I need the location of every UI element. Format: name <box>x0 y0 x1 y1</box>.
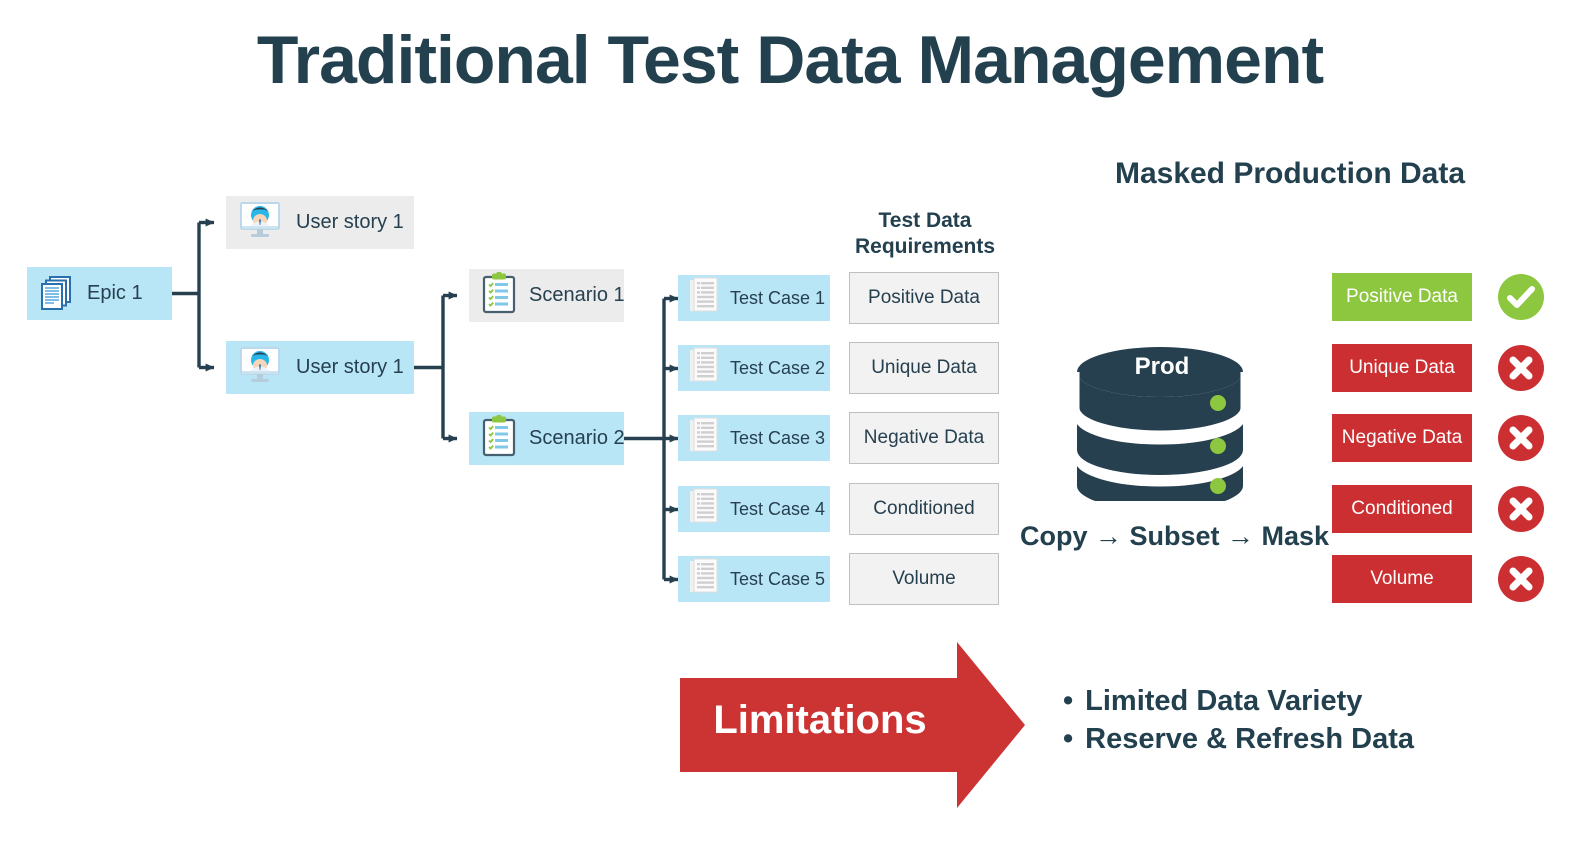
cross-icon <box>1498 556 1544 602</box>
user-story-node-1[interactable]: User story 1 <box>226 196 414 249</box>
scenario-label: Scenario 2 <box>529 427 625 449</box>
document-icon <box>688 277 720 320</box>
requirements-heading: Test Data Requirements <box>845 208 1005 259</box>
requirement-box[interactable]: Positive Data <box>849 272 999 324</box>
scenario-label: Scenario 1 <box>529 284 625 306</box>
requirements-heading-line1: Test Data <box>878 209 972 232</box>
masked-data-row[interactable]: Unique Data <box>1332 344 1472 392</box>
scenario-node-2[interactable]: Scenario 2 <box>469 412 625 465</box>
limitations-bullets: • Limited Data Variety • Reserve & Refre… <box>1063 682 1414 759</box>
test-case-label: Test Case 4 <box>730 498 826 519</box>
clipboard-checklist-icon <box>481 415 517 462</box>
test-case-label: Test Case 3 <box>730 427 826 448</box>
monitor-user-icon <box>238 345 282 390</box>
database-label: Prod <box>1134 353 1190 380</box>
test-case-label: Test Case 2 <box>730 357 826 378</box>
epic-node[interactable]: Epic 1 <box>27 267 172 320</box>
test-case-node[interactable]: Test Case 3 <box>678 415 830 461</box>
test-case-node[interactable]: Test Case 4 <box>678 486 830 532</box>
list-item-label: Limited Data Variety <box>1085 685 1363 717</box>
document-icon <box>688 558 720 601</box>
documents-stack-icon <box>37 271 77 316</box>
masked-data-row[interactable]: Conditioned <box>1332 485 1472 533</box>
cross-icon <box>1498 345 1544 391</box>
database-cylinder-icon <box>1075 347 1246 501</box>
user-story-node-2[interactable]: User story 1 <box>226 341 414 394</box>
test-case-node[interactable]: Test Case 5 <box>678 556 830 602</box>
scenario-node-1[interactable]: Scenario 1 <box>469 269 625 322</box>
status-dot <box>1210 438 1226 454</box>
page-title: Traditional Test Data Management <box>256 22 1324 98</box>
masked-data-row[interactable]: Volume <box>1332 555 1472 603</box>
document-icon <box>688 347 720 390</box>
bullet-marker: • <box>1063 723 1074 756</box>
list-item-label: Reserve & Refresh Data <box>1085 723 1414 756</box>
cross-icon <box>1498 415 1544 461</box>
test-case-node[interactable]: Test Case 2 <box>678 345 830 391</box>
cross-icon <box>1498 486 1544 532</box>
requirement-box[interactable]: Unique Data <box>849 342 999 394</box>
status-dot <box>1210 478 1226 494</box>
user-story-label: User story 1 <box>296 211 404 233</box>
document-icon <box>688 417 720 460</box>
bullet-marker: • <box>1063 685 1074 717</box>
status-dot <box>1210 395 1226 411</box>
masked-production-heading: Masked Production Data <box>1114 157 1466 190</box>
masked-data-row[interactable]: Negative Data <box>1332 414 1472 462</box>
limitations-label: Limitations <box>713 698 927 742</box>
clipboard-checklist-icon <box>481 272 517 319</box>
test-case-node[interactable]: Test Case 1 <box>678 275 830 321</box>
user-story-label: User story 1 <box>296 356 404 378</box>
test-case-label: Test Case 1 <box>730 287 826 308</box>
test-case-label: Test Case 5 <box>730 568 826 589</box>
list-item: • Limited Data Variety <box>1063 682 1414 720</box>
process-caption: Copy → Subset → Mask <box>1020 521 1330 551</box>
requirement-box[interactable]: Conditioned <box>849 483 999 535</box>
check-icon <box>1498 274 1544 320</box>
limitations-arrow <box>680 642 1025 808</box>
requirement-box[interactable]: Volume <box>849 553 999 605</box>
masked-data-row[interactable]: Positive Data <box>1332 273 1472 321</box>
list-item: • Reserve & Refresh Data <box>1063 720 1414 758</box>
requirement-box[interactable]: Negative Data <box>849 412 999 464</box>
requirements-heading-line2: Requirements <box>854 234 996 258</box>
monitor-user-icon <box>238 200 282 245</box>
epic-label: Epic 1 <box>87 282 143 304</box>
document-icon <box>688 488 720 531</box>
